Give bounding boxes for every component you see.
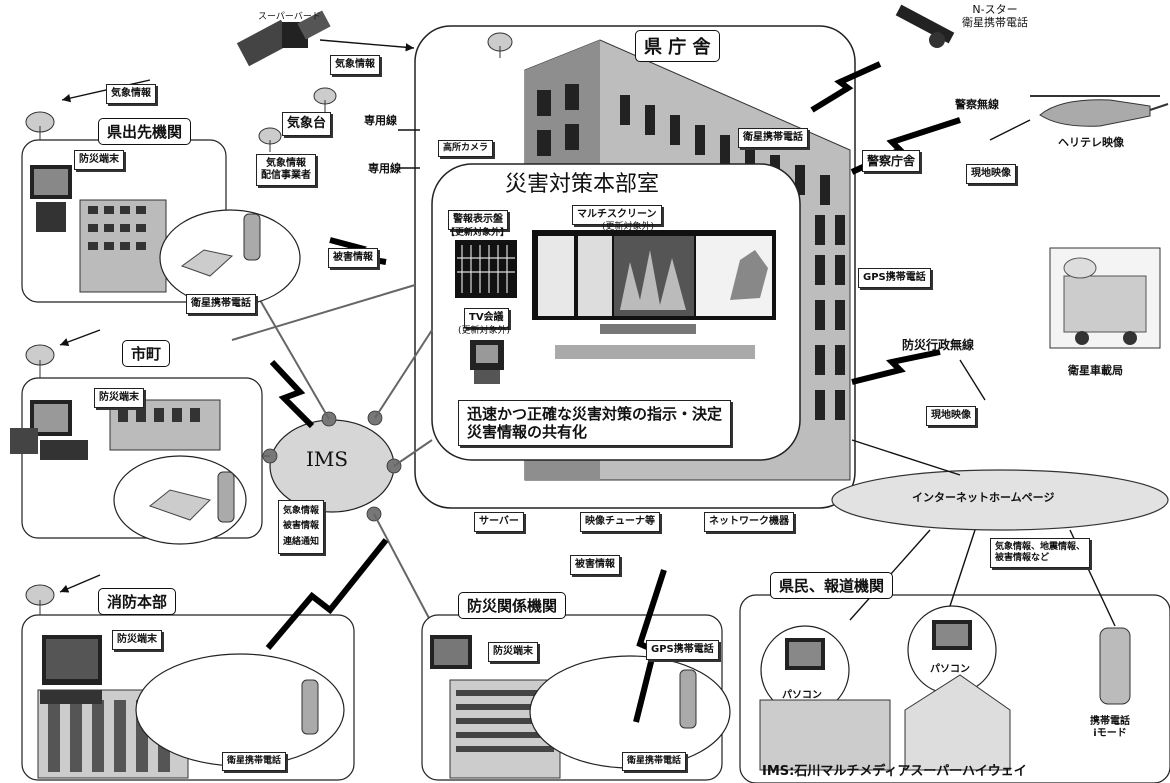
- tuner-label: 映像チューナ等: [580, 512, 660, 532]
- fire-phone-image: [301, 679, 319, 735]
- fire-title: 消防本部: [98, 588, 177, 615]
- police-radio-label: 警察無線: [955, 98, 999, 111]
- admin-footage-label: 現地映像: [926, 406, 976, 426]
- dedicated-line-label-2: 専用線: [368, 162, 401, 175]
- pc1-image: [785, 638, 825, 670]
- internet-info-line1: 気象情報、地震情報、: [995, 542, 1086, 552]
- mobile-label: 携帯電話 iモード: [1090, 716, 1130, 739]
- met-office-label: 気象台: [282, 112, 332, 136]
- helicopter-image: [1030, 95, 1169, 127]
- pc2-image: [932, 620, 972, 650]
- city-info-line3: 連絡通知: [283, 536, 320, 547]
- ims-label: IMS: [306, 447, 349, 471]
- related-damage-info-label: 被害情報: [570, 555, 620, 575]
- nstar-label-line1: N-スター: [972, 3, 1018, 16]
- nstar-label: N-スター 衛星携帯電話: [962, 3, 1028, 29]
- related-terminal-label: 防災端末: [488, 642, 538, 662]
- branch-terminal-image: [30, 165, 72, 232]
- multi-screen-note: (更新対象外): [602, 222, 655, 232]
- fire-terminal-label: 防災端末: [112, 630, 162, 650]
- branch-damage-info-label: 被害情報: [328, 248, 378, 268]
- ims-caption: IMS:石川マルチメディアスーパーハイウェイ: [762, 764, 1027, 779]
- citizens-title: 県民、報道機関: [770, 572, 894, 599]
- conference-table-image: [470, 324, 755, 384]
- branch-terminal-label: 防災端末: [74, 150, 124, 170]
- mobile-phone-image: [1099, 627, 1131, 705]
- city-terminal-label: 防災端末: [94, 388, 144, 408]
- mobile-label-line1: 携帯電話: [1090, 716, 1130, 727]
- prefectural-office-title: 県 庁 舎: [635, 30, 720, 62]
- gps-phone-label: GPS携帯電話: [858, 268, 931, 288]
- disaster-hq-title: 災害対策本部室: [505, 172, 660, 197]
- weather-info-label: 気象情報: [106, 84, 156, 104]
- city-terminal-image: [10, 400, 88, 460]
- pc2-label: パソコン: [930, 664, 970, 675]
- antenna-icons: [25, 32, 513, 615]
- citizens-buildings-image: [759, 674, 1011, 771]
- dedicated-line-label: 専用線: [364, 114, 397, 127]
- weather-provider-line1: 気象情報: [266, 158, 306, 169]
- hq-caption-line1: 迅速かつ正確な災害対策の指示・決定: [467, 405, 723, 423]
- office-sat-phone-label: 衛星携帯電話: [738, 128, 808, 148]
- alert-board-image: [455, 240, 517, 298]
- mobile-label-line2: iモード: [1093, 727, 1127, 739]
- prefectural-office-frame: [414, 25, 856, 509]
- internet-cloud: [831, 469, 1169, 531]
- city-building-image: [109, 399, 221, 451]
- multi-screen-image: [532, 230, 776, 320]
- server-label: サーバー: [474, 512, 524, 532]
- tv-conference-note: (更新対象外): [458, 326, 511, 336]
- branch-building-image: [79, 199, 167, 293]
- tv-conference-label: TV会議: [464, 308, 509, 328]
- nstar-satellite-image: [895, 4, 955, 48]
- pc1-label: パソコン: [782, 690, 822, 701]
- police-hq-label: 警察庁舎: [862, 150, 921, 173]
- related-title: 防災関係機関: [458, 592, 567, 619]
- city-dish-image: [148, 489, 211, 521]
- heli-footage-label: ヘリテレ映像: [1058, 136, 1124, 149]
- network-equipment-label: ネットワーク機器: [704, 512, 794, 532]
- fire-terminal-image: [40, 635, 102, 704]
- hq-caption-line2: 災害情報の共有化: [467, 423, 588, 441]
- city-info-line2: 被害情報: [283, 521, 320, 532]
- internet-label: インターネットホームページ: [912, 491, 1055, 504]
- weather-provider-line2: 配信事業者: [261, 170, 311, 181]
- city-phone-image: [217, 471, 235, 523]
- internet-info-label: 気象情報、地震情報、 被害情報など: [990, 538, 1091, 568]
- branch-sat-phone-label: 衛星携帯電話: [186, 294, 256, 314]
- internet-info-line2: 被害情報など: [995, 552, 1050, 563]
- related-sat-phone-label: 衛星携帯電話: [622, 752, 687, 771]
- branch-dish-image: [180, 249, 234, 277]
- vehicle-label: 衛星車載局: [1068, 364, 1123, 377]
- weather-info-label-2: 気象情報: [330, 55, 380, 75]
- admin-radio-label: 防災行政無線: [902, 338, 975, 352]
- city-title: 市町: [122, 340, 171, 367]
- nstar-label-line2: 衛星携帯電話: [962, 15, 1028, 29]
- camera-label: 高所カメラ: [438, 140, 494, 157]
- superbird-satellite-image: [236, 10, 331, 67]
- vehicle-image: [1049, 247, 1161, 349]
- related-phone-image: [679, 669, 697, 729]
- hq-caption: 迅速かつ正確な災害対策の指示・決定 災害情報の共有化: [458, 400, 732, 446]
- alert-board-note: 【更新対象外】: [446, 228, 510, 238]
- superbird-label: スーパーバード: [258, 12, 321, 22]
- ims-links: [231, 284, 433, 621]
- multi-screen-label: マルチスクリーン: [572, 205, 662, 225]
- weather-provider-label: 気象情報 配信事業者: [256, 154, 316, 186]
- city-info-line1: 気象情報: [283, 506, 320, 516]
- related-terminal-image: [430, 635, 472, 669]
- branch-title: 県出先機関: [98, 118, 192, 145]
- police-footage-label: 現地映像: [966, 164, 1016, 184]
- related-gps-phone-label: GPS携帯電話: [646, 640, 719, 660]
- branch-phone-image: [243, 213, 261, 261]
- alert-board-label: 警報表示盤: [448, 210, 508, 230]
- city-info-label: 気象情報 被害情報 連絡通知: [278, 500, 325, 554]
- fire-sat-phone-label: 衛星携帯電話: [222, 752, 287, 771]
